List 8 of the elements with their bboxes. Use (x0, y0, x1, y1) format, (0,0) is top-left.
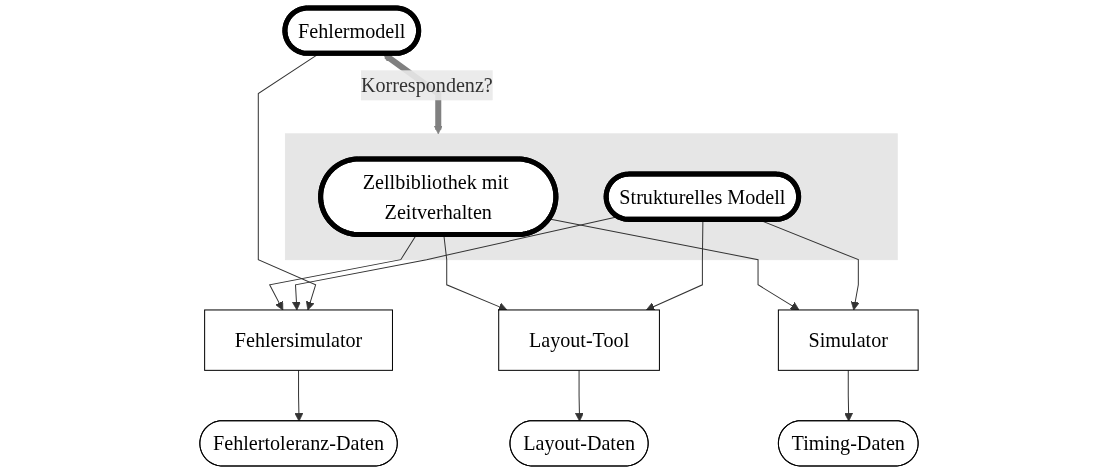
cluster (284, 133, 898, 261)
node-box: Layout-Tool (498, 309, 660, 371)
arrow (844, 369, 854, 422)
arrow (294, 369, 304, 422)
node-box: Simulator (777, 309, 919, 371)
node-box: Fehlersimulator (204, 309, 393, 371)
edge-label: Korrespondenz? (360, 74, 493, 97)
arrow (575, 369, 584, 422)
